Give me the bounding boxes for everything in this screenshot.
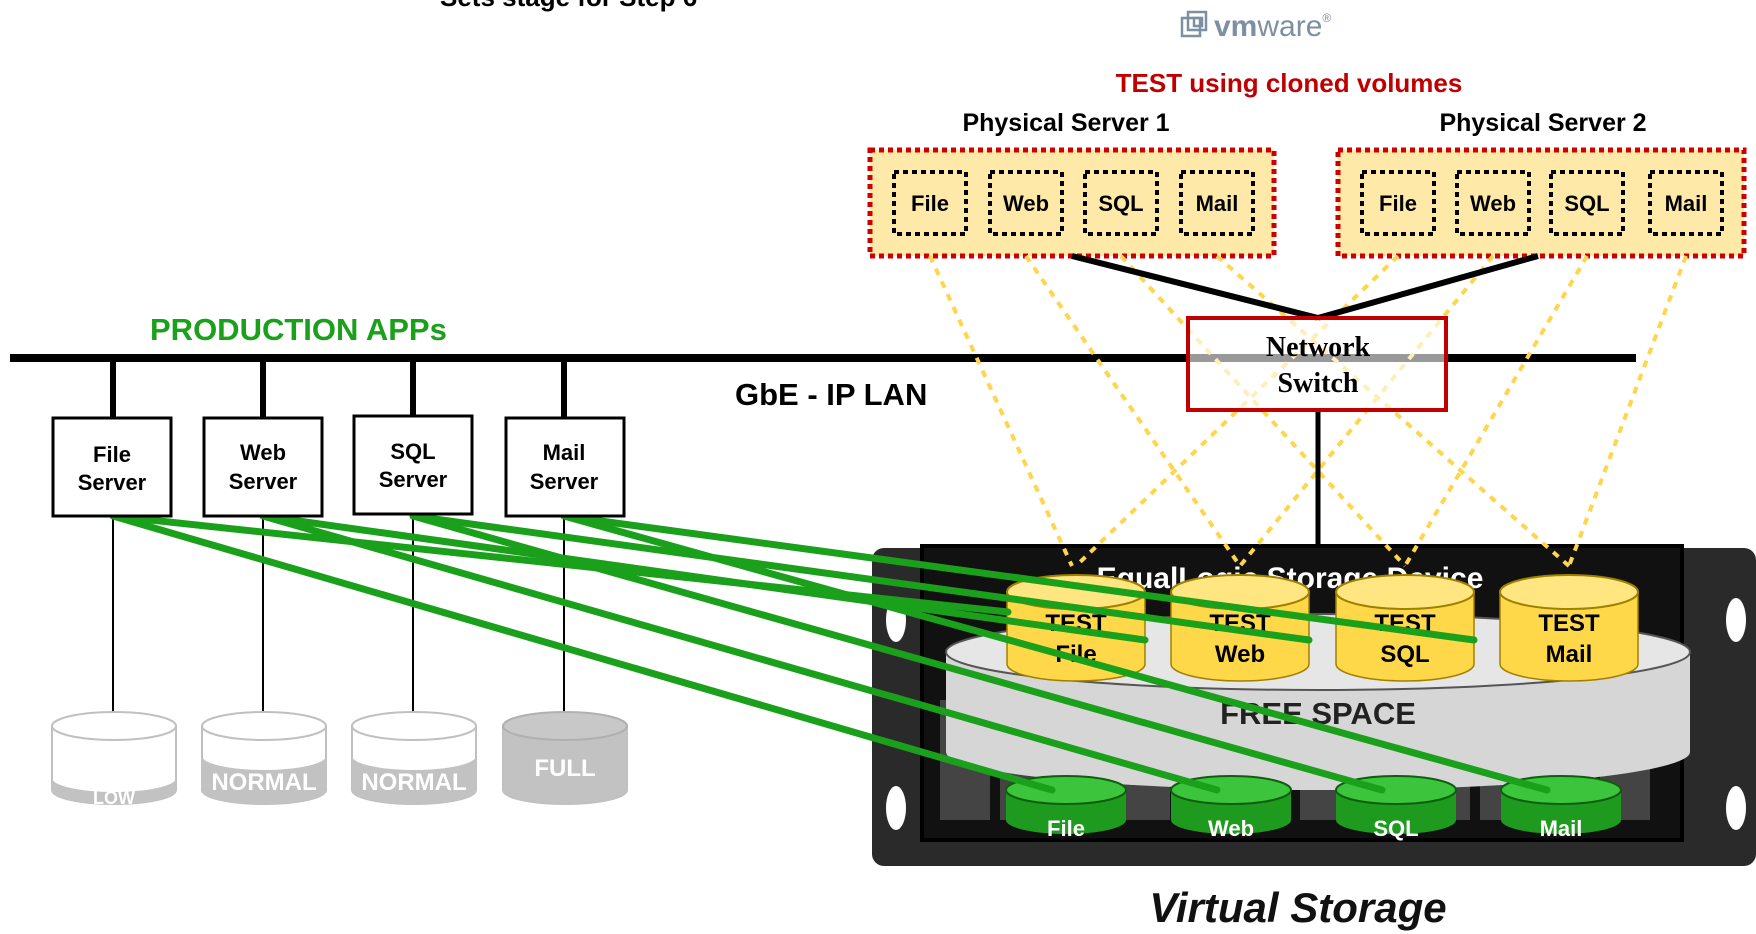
svg-text:vmware®: vmware®: [1214, 10, 1331, 43]
svg-text:Mail: Mail: [1665, 191, 1708, 216]
svg-text:Server: Server: [78, 470, 147, 495]
prod-server-web: Web Server: [202, 416, 324, 518]
svg-text:NORMAL: NORMAL: [211, 769, 316, 796]
vm-file-2: File: [1360, 170, 1436, 236]
chassis-handle-right-bottom: [1726, 786, 1746, 830]
svg-text:Web: Web: [1470, 191, 1516, 216]
vm-sql-1: SQL: [1083, 170, 1159, 236]
lan-label: GbE - IP LAN: [735, 377, 927, 412]
prod-server-file: File Server: [51, 416, 173, 518]
physical-server-1-title: Physical Server 1: [962, 109, 1169, 137]
vmware-logo-suffix: ware: [1256, 10, 1322, 43]
svg-text:File: File: [1047, 816, 1085, 841]
physical-server-1: File Web SQL Mail: [867, 147, 1277, 259]
footer-label: Virtual Storage: [1149, 884, 1446, 931]
vm-web-1: Web: [988, 170, 1064, 236]
test-volume-mail: TEST Mail: [1499, 574, 1639, 682]
vm-sql-2: SQL: [1549, 170, 1625, 236]
svg-text:Mail: Mail: [1540, 816, 1583, 841]
svg-text:File: File: [93, 442, 131, 467]
switch-uplinks: [1071, 253, 1539, 321]
vm-web-2: Web: [1455, 170, 1531, 236]
svg-text:SQL: SQL: [390, 439, 435, 464]
svg-text:SQL: SQL: [1380, 641, 1429, 668]
local-disk-full: FULL: [502, 711, 628, 805]
svg-text:SQL: SQL: [1098, 191, 1143, 216]
svg-text:Server: Server: [530, 469, 599, 494]
physical-server-2-title: Physical Server 2: [1439, 109, 1646, 137]
svg-text:Network: Network: [1266, 332, 1371, 363]
server-uplinks: [110, 356, 567, 418]
network-switch: Network Switch: [1186, 316, 1448, 412]
production-label: PRODUCTION APPs: [150, 312, 447, 347]
svg-text:Mail: Mail: [1546, 641, 1593, 668]
prod-volume-sql: SQL: [1335, 775, 1457, 841]
svg-text:Server: Server: [229, 469, 298, 494]
svg-text:Web: Web: [240, 440, 286, 465]
svg-text:LOW: LOW: [93, 788, 135, 808]
svg-text:SQL: SQL: [1373, 816, 1418, 841]
local-disk-normal-web: NORMAL: [201, 711, 327, 805]
vmware-logo-icon: [1180, 10, 1208, 38]
svg-text:File: File: [1379, 191, 1417, 216]
svg-text:Switch: Switch: [1278, 368, 1359, 399]
svg-text:TEST: TEST: [1538, 610, 1600, 637]
prod-server-sql: SQL Server: [352, 414, 474, 516]
vm-file-1: File: [892, 170, 968, 236]
svg-text:Mail: Mail: [543, 440, 586, 465]
prod-server-mail: Mail Server: [504, 416, 626, 518]
svg-text:Server: Server: [379, 467, 448, 492]
svg-text:NORMAL: NORMAL: [361, 769, 466, 796]
header-subtitle: Sets stage for Step 6: [440, 0, 697, 12]
svg-text:File: File: [911, 191, 949, 216]
svg-text:Web: Web: [1215, 641, 1265, 668]
physical-server-2: File Web SQL Mail: [1335, 147, 1747, 259]
vm-mail-1: Mail: [1179, 170, 1255, 236]
local-disk-normal-sql: NORMAL: [351, 711, 477, 805]
svg-text:Web: Web: [1208, 816, 1254, 841]
chassis-handle-right-top: [1726, 598, 1746, 642]
test-banner: TEST using cloned volumes: [1116, 68, 1463, 98]
vmware-logo-prefix: vm: [1214, 10, 1257, 43]
test-volume-sql: TEST SQL: [1335, 574, 1475, 682]
vmware-logo: vmware®: [1180, 10, 1331, 43]
local-disk-low: LOW: [51, 711, 177, 808]
svg-text:FULL: FULL: [534, 755, 595, 782]
svg-text:SQL: SQL: [1564, 191, 1609, 216]
prod-paths: [109, 512, 1551, 794]
svg-text:Mail: Mail: [1196, 191, 1239, 216]
vm-mail-2: Mail: [1648, 170, 1724, 236]
chassis-handle-left-bottom: [886, 786, 906, 830]
vmware-logo-mark: ®: [1322, 11, 1331, 25]
svg-text:Web: Web: [1003, 191, 1049, 216]
